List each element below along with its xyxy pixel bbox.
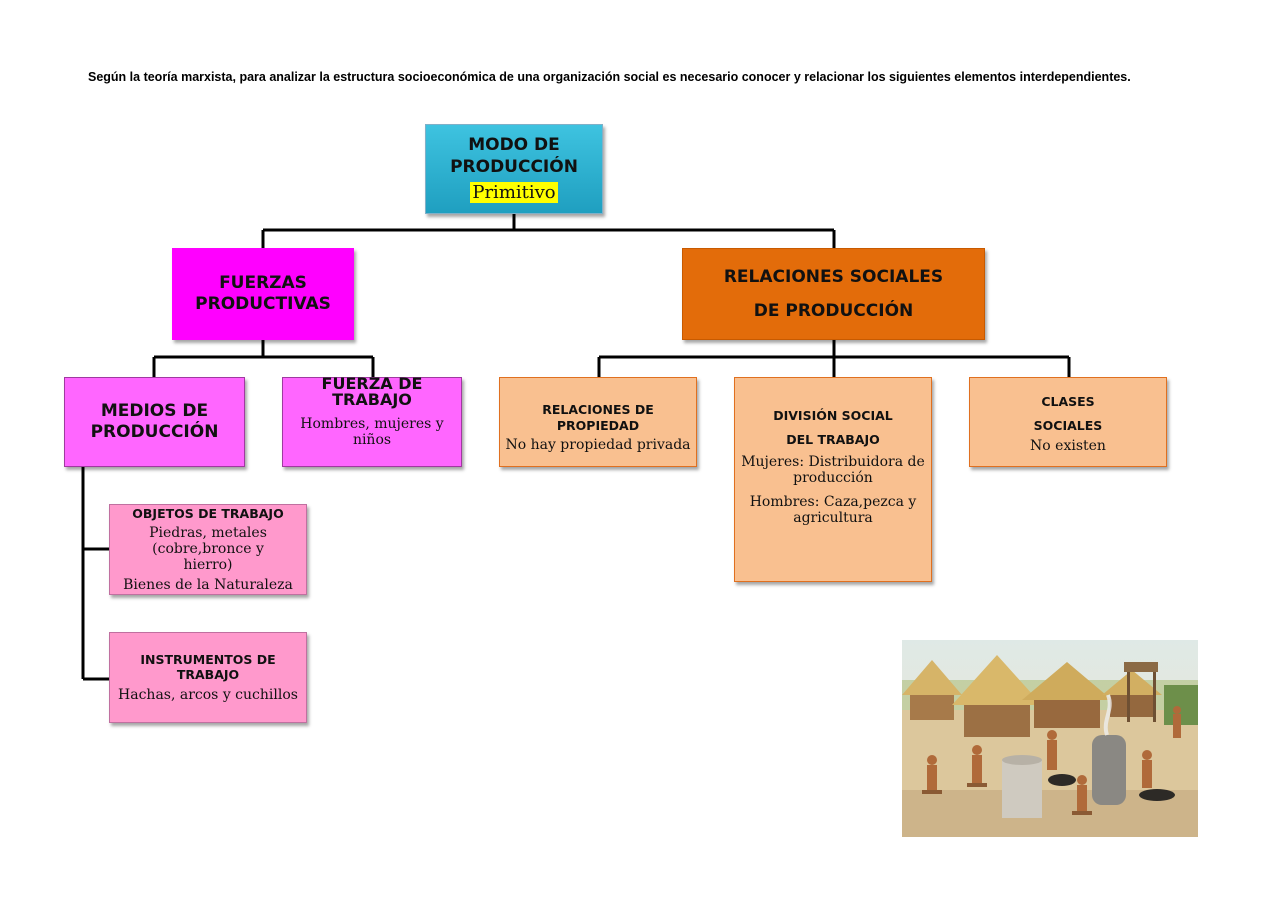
modo-title-line1: MODO DE [468,135,560,156]
division-title-line2: DEL TRABAJO [786,431,880,447]
relsoc-title-line2: DE PRODUCCIÓN [753,301,914,321]
instrumentos-title: INSTRUMENTOS DE TRABAJO [140,651,276,683]
instrumentos-trabajo-box: INSTRUMENTOS DE TRABAJO Hachas, arcos y … [109,632,307,723]
relaciones-propiedad-box: RELACIONES DE PROPIEDAD No hay propiedad… [499,377,697,467]
relprop-title: RELACIONES DE PROPIEDAD [542,402,654,433]
fuerzas-title-line1: FUERZAS [219,272,307,293]
division-body-2: Hombres: Caza,pezca y agricultura [749,493,917,526]
clases-body: No existen [1030,437,1106,454]
division-body-1: Mujeres: Distribuidora de producción [741,453,925,486]
fuerza-trabajo-title-line2: TRABAJO [332,390,412,409]
objetos-body-1: Piedras, metales (cobre,bronce y hierro) [149,525,267,574]
prehistoric-village-illustration [902,640,1198,837]
fuerza-trabajo-title-line1: FUERZA DE [321,374,423,393]
modo-produccion-box: MODO DE PRODUCCIÓN Primitivo [425,124,603,214]
objetos-trabajo-box: OBJETOS DE TRABAJO Piedras, metales (cob… [109,504,307,595]
fuerzas-title-line2: PRODUCTIVAS [195,294,331,314]
medios-title-line1: MEDIOS DE [100,400,209,421]
clases-sociales-box: CLASES SOCIALES No existen [969,377,1167,467]
objetos-body-2: Bienes de la Naturaleza [123,577,293,594]
instrumentos-body: Hachas, arcos y cuchillos [118,687,298,704]
intro-text: Según la teoría marxista, para analizar … [88,70,1131,84]
fuerza-trabajo-box: FUERZA DE TRABAJO Hombres, mujeres y niñ… [282,374,462,467]
objetos-title: OBJETOS DE TRABAJO [132,505,284,521]
division-title-line1: DIVISIÓN SOCIAL [773,408,893,423]
clases-title-line2: SOCIALES [1033,417,1103,433]
modo-title-line2: PRODUCCIÓN [450,156,578,177]
relaciones-sociales-box: RELACIONES SOCIALES DE PRODUCCIÓN [682,248,985,340]
fuerza-trabajo-body: Hombres, mujeres y niños [300,416,444,449]
clases-title-line1: CLASES [1041,394,1095,410]
relprop-body: No hay propiedad privada [505,437,691,454]
relsoc-title-line1: RELACIONES SOCIALES [723,267,944,287]
fuerzas-productivas-box: FUERZAS PRODUCTIVAS [172,248,354,340]
medios-produccion-box: MEDIOS DE PRODUCCIÓN [64,377,245,467]
medios-title-line2: PRODUCCIÓN [90,422,219,442]
modo-value-highlight: Primitivo [470,181,558,203]
division-social-box: DIVISIÓN SOCIAL DEL TRABAJO Mujeres: Dis… [734,377,932,582]
